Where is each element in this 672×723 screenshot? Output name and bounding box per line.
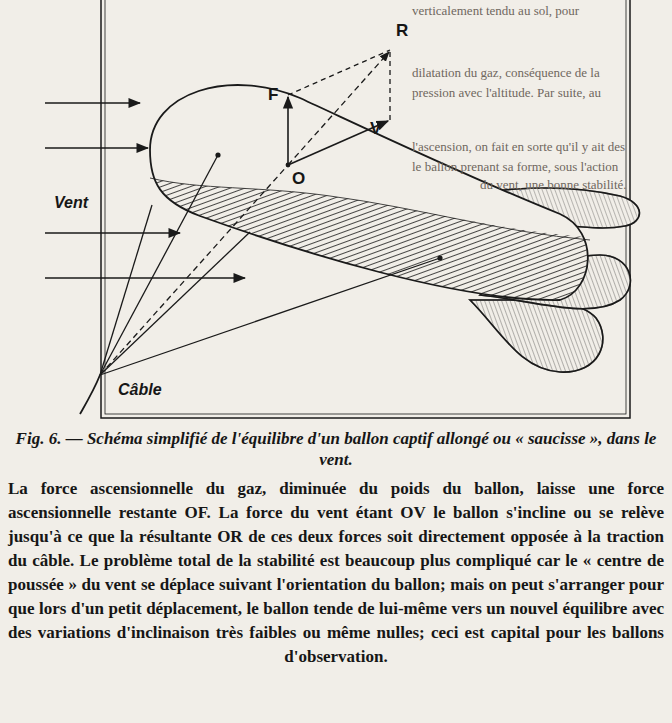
show-through-text: l'ascension, on fait en sorte qu'il y ai…: [412, 140, 625, 154]
vector-label: R: [396, 22, 408, 41]
cable-label: Câble: [118, 381, 162, 399]
body-paragraph: La force ascensionnelle du gaz, diminuée…: [8, 477, 664, 669]
cable-rigging: [80, 155, 440, 414]
force-origin: [286, 163, 291, 168]
show-through-text: dilatation du gaz, conséquence de la: [412, 66, 600, 80]
wind-label: Vent: [54, 194, 88, 212]
vector-label: O: [292, 170, 305, 189]
attach-point: [437, 255, 442, 260]
vector-label: V: [370, 120, 381, 139]
show-through-text: le ballon prenant sa forme, sous l'actio…: [412, 160, 618, 174]
figure-caption: Fig. 6. — Schéma simplifié de l'équilibr…: [8, 428, 664, 470]
show-through-text: du vent, une bonne stabilité.: [480, 178, 627, 192]
vector-label: F: [268, 86, 278, 105]
attach-point: [215, 152, 220, 157]
force-vectors: [100, 50, 390, 375]
envelope-shading: [140, 178, 600, 320]
show-through-text: pression avec l'altitude. Par suite, au: [412, 86, 601, 100]
show-through-text: verticalement tendu au sol, pour: [412, 4, 579, 18]
